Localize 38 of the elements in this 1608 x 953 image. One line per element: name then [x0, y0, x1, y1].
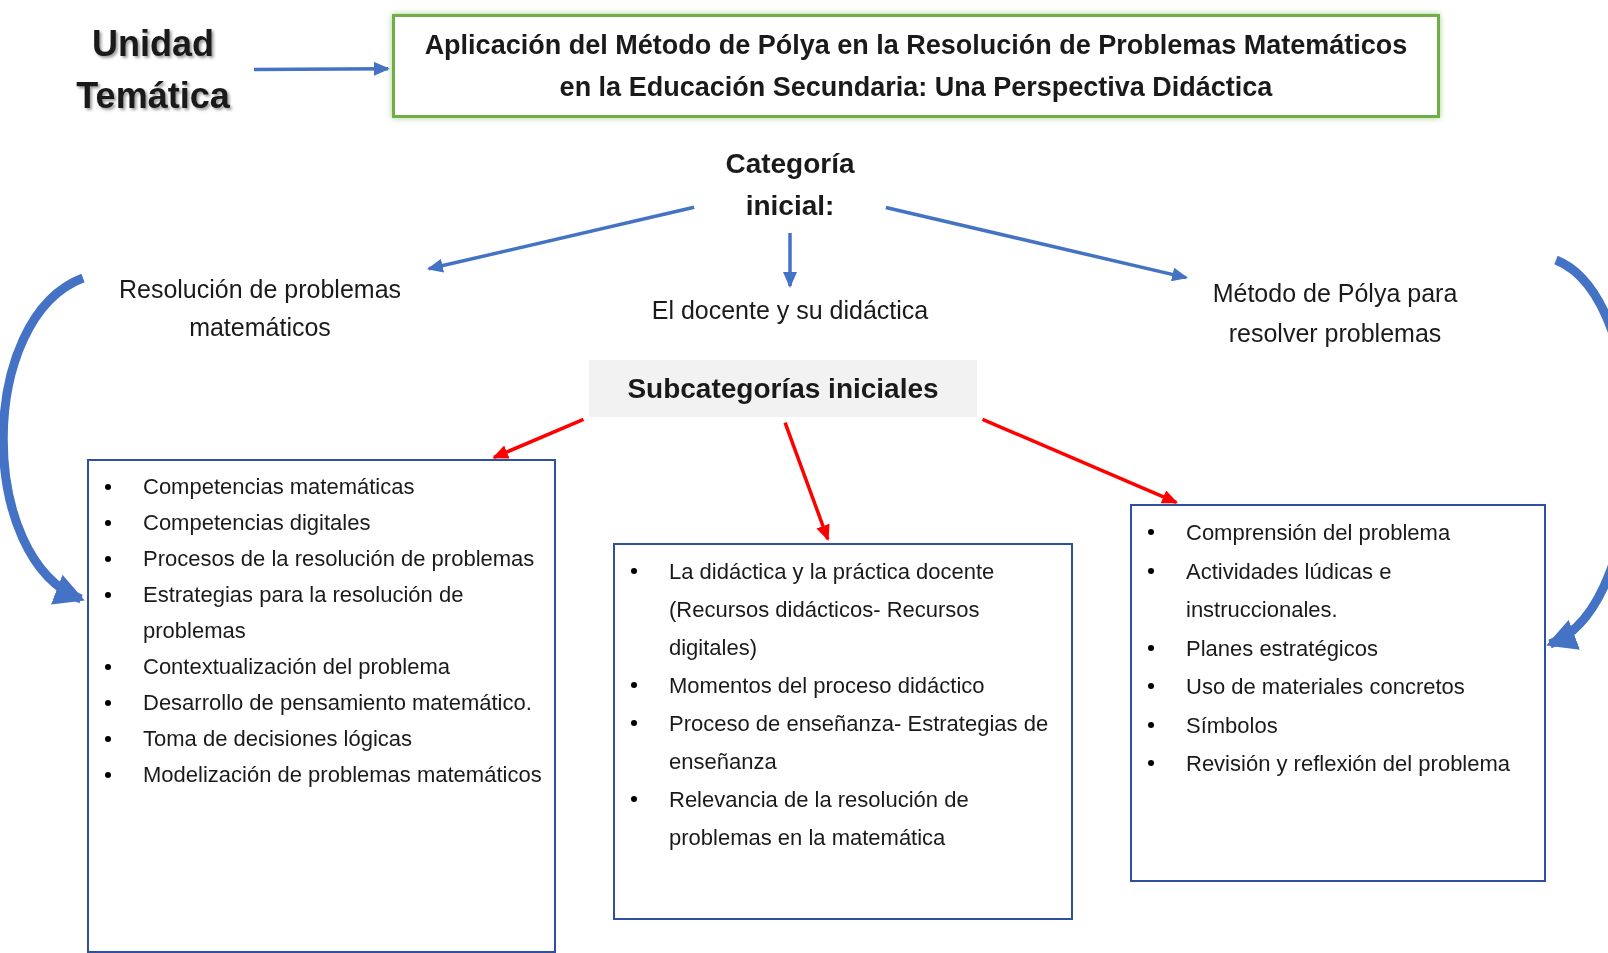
list-item-text: Toma de decisiones lógicas [143, 725, 413, 753]
list-item-text: Comprensión del problema [1186, 519, 1451, 547]
list-item-text: Símbolos [1186, 711, 1278, 740]
list-item-text: Procesos de la resolución de problemas [143, 545, 535, 573]
arrow [426, 205, 695, 273]
title-box [392, 14, 1440, 118]
list-item-text: Contextualización del problema [143, 653, 450, 681]
node-text: El docente y su didáctica [651, 295, 929, 326]
node-text: Resolución de problemas matemáticos [117, 274, 403, 343]
node-text: Unidad Temática [75, 22, 231, 118]
arrow [0, 274, 86, 603]
list-box [1130, 504, 1546, 882]
node-text: Categoría inicial: [724, 147, 856, 223]
arrow [885, 205, 1189, 282]
list-box [613, 543, 1073, 920]
list-box [87, 459, 556, 953]
arrow [492, 417, 585, 460]
arrow [783, 233, 797, 288]
node-text: Aplicación del Método de Pólya en la Resolución de Problemas Matemáticos en la Educación Secundaria: Una Perspectiva Didáctica [423, 29, 1409, 104]
list-item-text: Modelización de problemas matemáticos [143, 761, 542, 789]
list-item-text: Competencias matemáticas [143, 473, 415, 501]
list-item-text: Relevancia de la resolución de problemas en la matemática [669, 786, 970, 852]
list-item-text: Actividades lúdicas e instruccionales. [1186, 557, 1393, 624]
arrow [981, 417, 1179, 505]
list-item-text: Competencias digitales [143, 509, 371, 537]
list-item-text: Uso de materiales concretos [1186, 673, 1465, 701]
list-item-text: Desarrollo de pensamiento matemático. [143, 689, 532, 717]
list-item-text: La didáctica y la práctica docente (Recursos didácticos- Recursos digitales) [669, 558, 996, 662]
list-item-text: Momentos del proceso didáctico [669, 672, 985, 700]
list-item-text: Revisión y reflexión del problema [1186, 750, 1511, 778]
arrow [254, 61, 390, 76]
arrow [1546, 256, 1608, 648]
node-text: Subcategorías iniciales [627, 371, 939, 406]
list-item-text: Planes estratégicos [1186, 634, 1378, 663]
list-item-text: Proceso de enseñanza- Estrategias de enseñanza [669, 710, 1050, 776]
list-item-text: Estrategias para la resolución de problemas [143, 581, 465, 645]
arrow [783, 422, 830, 542]
node-text: Método de Pólya para resolver problemas [1211, 277, 1459, 349]
